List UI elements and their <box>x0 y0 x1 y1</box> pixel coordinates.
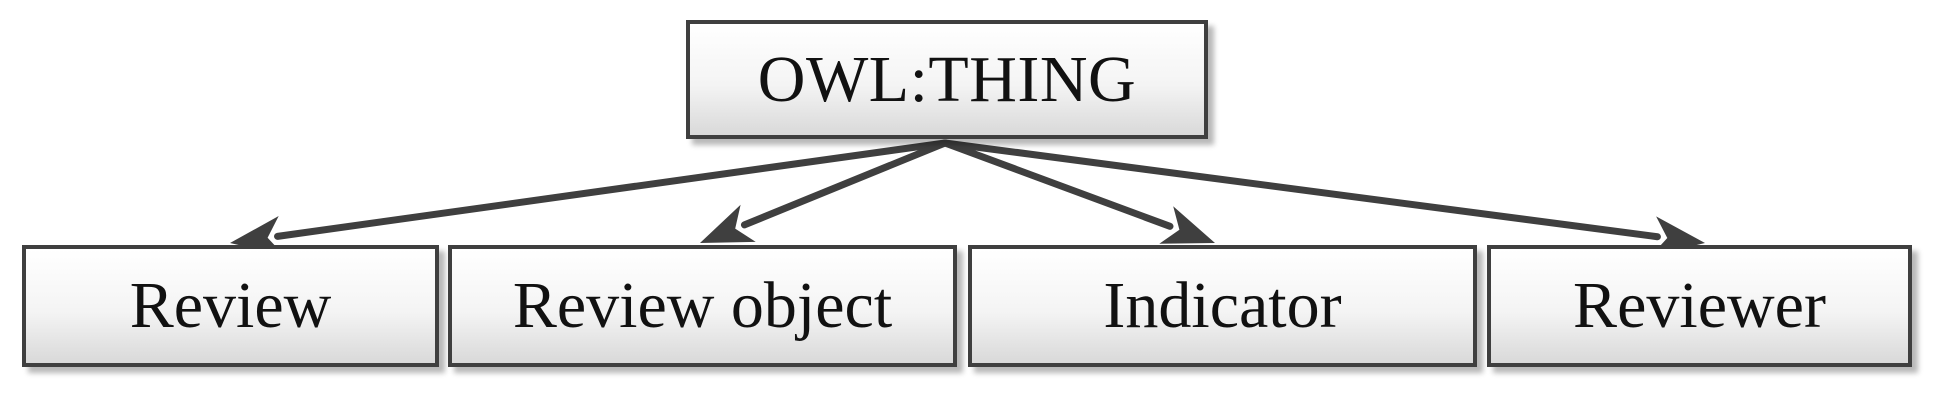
edge-group <box>230 139 1705 256</box>
child-node-label: Reviewer <box>1573 269 1826 342</box>
edge-line-indicator <box>941 139 1174 230</box>
edge-line-review-object <box>740 139 949 229</box>
child-node-label: Review <box>129 269 332 342</box>
child-node-indicator: Indicator <box>968 245 1477 367</box>
child-node-review: Review <box>22 245 439 367</box>
root-node-label: OWL:THING <box>757 42 1137 116</box>
child-node-label: Review object <box>512 269 893 342</box>
root-node: OWL:THING <box>686 20 1208 139</box>
child-node-review-object: Review object <box>448 245 957 367</box>
arrowhead-review-object <box>700 204 756 243</box>
child-node-reviewer: Reviewer <box>1487 245 1912 367</box>
edge-line-reviewer <box>941 139 1661 241</box>
arrowhead-indicator <box>1159 206 1215 244</box>
child-node-label: Indicator <box>1103 269 1342 342</box>
edge-line-review <box>274 139 949 240</box>
